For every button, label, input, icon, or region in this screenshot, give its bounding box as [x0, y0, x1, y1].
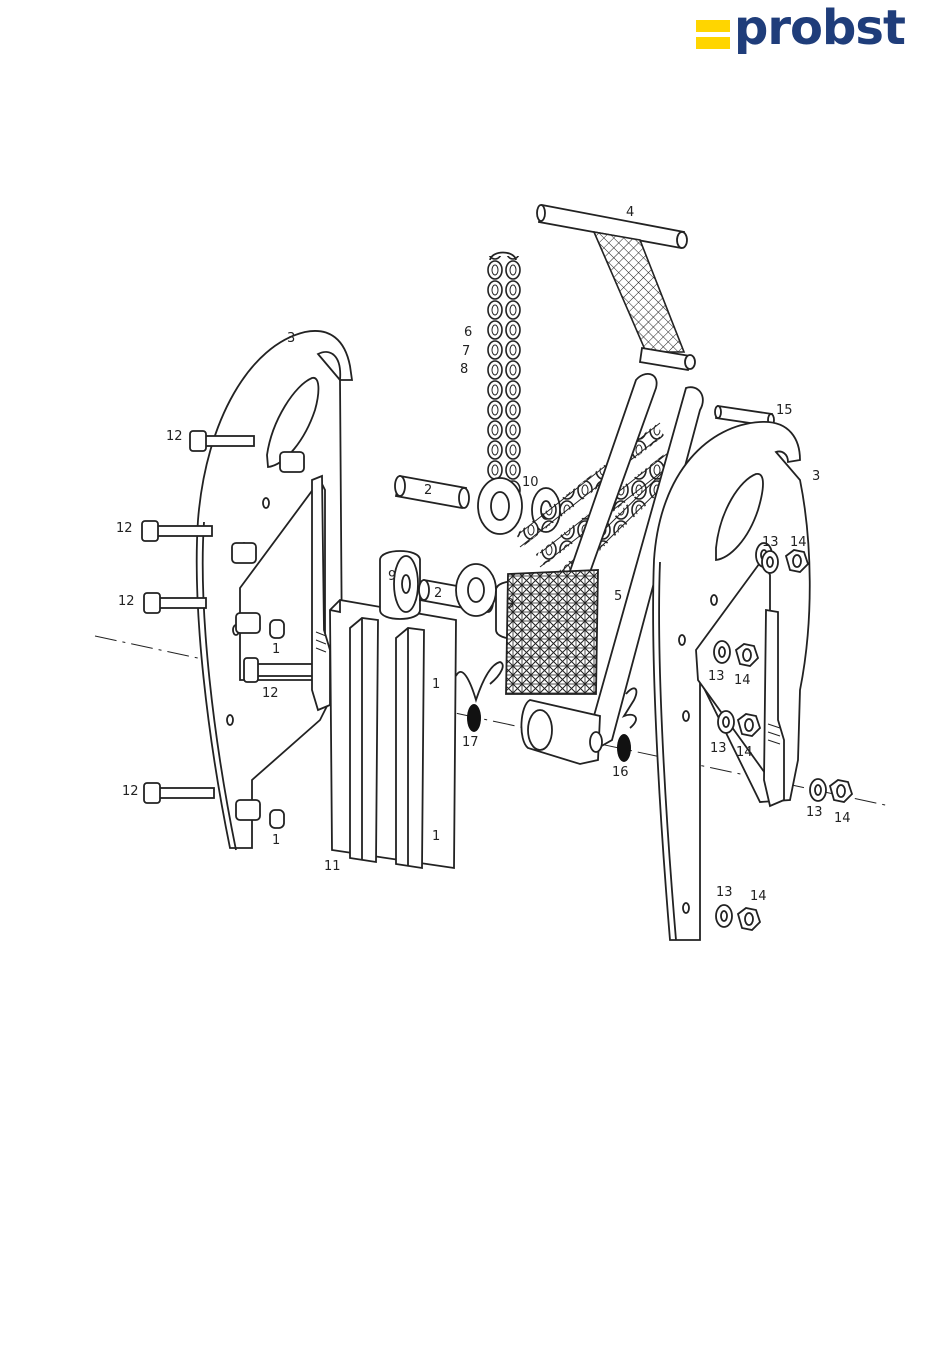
- callout-2-lower: 2: [434, 586, 442, 601]
- callout-11: 11: [324, 859, 341, 874]
- callout-12-a: 12: [166, 429, 183, 444]
- callout-7: 7: [462, 344, 470, 359]
- grip-pad: [506, 570, 598, 694]
- callout-14-d: 14: [834, 811, 851, 826]
- callout-12-b: 12: [116, 521, 133, 536]
- callout-13-a: 13: [762, 535, 779, 550]
- callout-12-d: 12: [262, 686, 279, 701]
- lifting-chain: [485, 253, 521, 511]
- callout-6: 6: [464, 325, 472, 340]
- jaw-plate-11: [330, 600, 456, 868]
- callout-1-a: 1: [272, 642, 280, 657]
- callout-15: 15: [776, 403, 793, 418]
- callout-12-e: 12: [122, 784, 139, 799]
- callout-13-b: 13: [708, 669, 725, 684]
- callout-8: 8: [460, 362, 468, 377]
- callout-14-c: 14: [736, 745, 753, 760]
- handle-4: [537, 205, 695, 370]
- callout-1-d: 1: [432, 829, 440, 844]
- callout-13-e: 13: [716, 885, 733, 900]
- callout-1-b: 1: [272, 833, 280, 848]
- callout-9-right: 9: [506, 597, 514, 612]
- callout-3-right: 3: [812, 469, 820, 484]
- callout-5: 5: [614, 589, 622, 604]
- callout-4: 4: [626, 205, 634, 220]
- callout-1-c: 1: [432, 677, 440, 692]
- callout-10: 10: [522, 475, 539, 490]
- callout-12-c: 12: [118, 594, 135, 609]
- callout-3-left: 3: [287, 331, 295, 346]
- callout-9-left: 9: [388, 569, 396, 584]
- left-side-plate: [197, 331, 352, 850]
- callout-16: 16: [612, 765, 629, 780]
- right-side-plate: [653, 422, 810, 940]
- callout-2-upper: 2: [424, 483, 432, 498]
- callout-17: 17: [462, 735, 479, 750]
- callout-13-c: 13: [710, 741, 727, 756]
- callout-13-d: 13: [806, 805, 823, 820]
- callout-14-e: 14: [750, 889, 767, 904]
- callout-14-b: 14: [734, 673, 751, 688]
- callout-14-a: 14: [790, 535, 807, 550]
- roller-9-left: [380, 551, 420, 619]
